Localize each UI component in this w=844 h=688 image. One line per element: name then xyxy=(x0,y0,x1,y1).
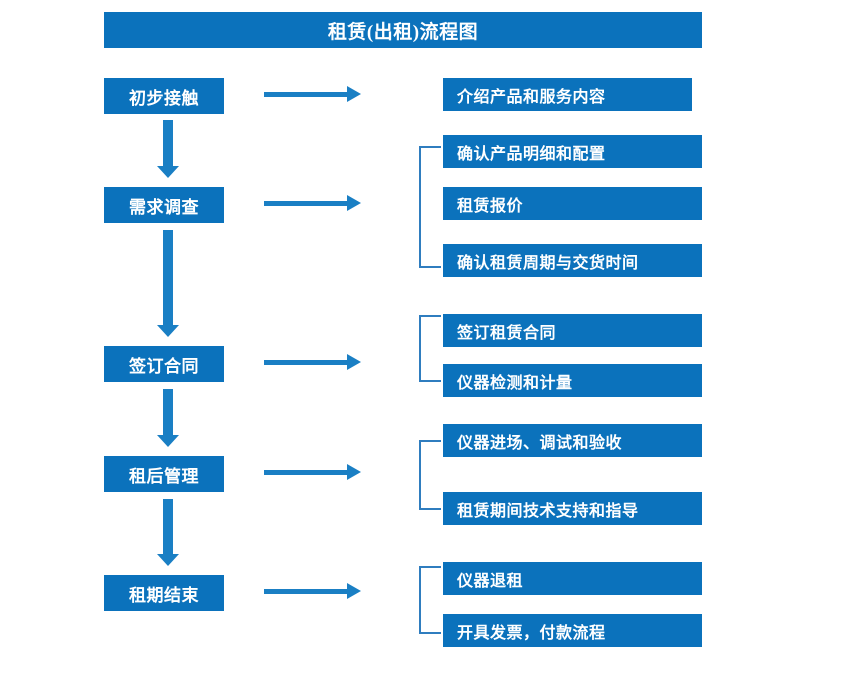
bracket-lease-end-group xyxy=(419,566,441,634)
horizontal-arrow-sign-contract xyxy=(264,354,361,370)
detail-box-instrument-inspection[interactable]: 仪器检测和计量 xyxy=(443,364,702,397)
page-title: 租赁(出租)流程图 xyxy=(104,12,702,48)
detail-box-confirm-lease-period[interactable]: 确认租赁周期与交货时间 xyxy=(443,244,702,277)
horizontal-arrow-lease-end xyxy=(264,583,361,599)
bracket-sign-contract-group xyxy=(419,315,441,382)
horizontal-arrow-post-rental xyxy=(264,464,361,480)
detail-box-rental-quotation[interactable]: 租赁报价 xyxy=(443,187,702,220)
stage-box-post-rental-management[interactable]: 租后管理 xyxy=(104,456,224,492)
detail-box-invoice-payment[interactable]: 开具发票，付款流程 xyxy=(443,614,702,647)
horizontal-arrow-needs-survey xyxy=(264,195,361,211)
vertical-arrow-initial-to-needs xyxy=(157,120,179,178)
detail-box-technical-support[interactable]: 租赁期间技术支持和指导 xyxy=(443,492,702,525)
detail-box-confirm-product-details[interactable]: 确认产品明细和配置 xyxy=(443,135,702,168)
detail-box-instrument-return[interactable]: 仪器退租 xyxy=(443,562,702,595)
horizontal-arrow-initial-contact xyxy=(264,86,361,102)
detail-box-instrument-entry-commissioning[interactable]: 仪器进场、调试和验收 xyxy=(443,424,702,457)
detail-box-sign-lease-agreement[interactable]: 签订租赁合同 xyxy=(443,314,702,347)
stage-box-needs-survey[interactable]: 需求调查 xyxy=(104,187,224,223)
vertical-arrow-needs-to-contract xyxy=(157,230,179,337)
vertical-arrow-contract-to-postrental xyxy=(157,389,179,447)
vertical-arrow-postrental-to-leaseend xyxy=(157,499,179,566)
stage-box-initial-contact[interactable]: 初步接触 xyxy=(104,78,224,114)
detail-box-introduce-products[interactable]: 介绍产品和服务内容 xyxy=(443,78,692,111)
stage-box-sign-contract[interactable]: 签订合同 xyxy=(104,346,224,382)
bracket-post-rental-group xyxy=(419,440,441,510)
bracket-needs-survey-group xyxy=(419,146,441,268)
stage-box-lease-end[interactable]: 租期结束 xyxy=(104,575,224,611)
